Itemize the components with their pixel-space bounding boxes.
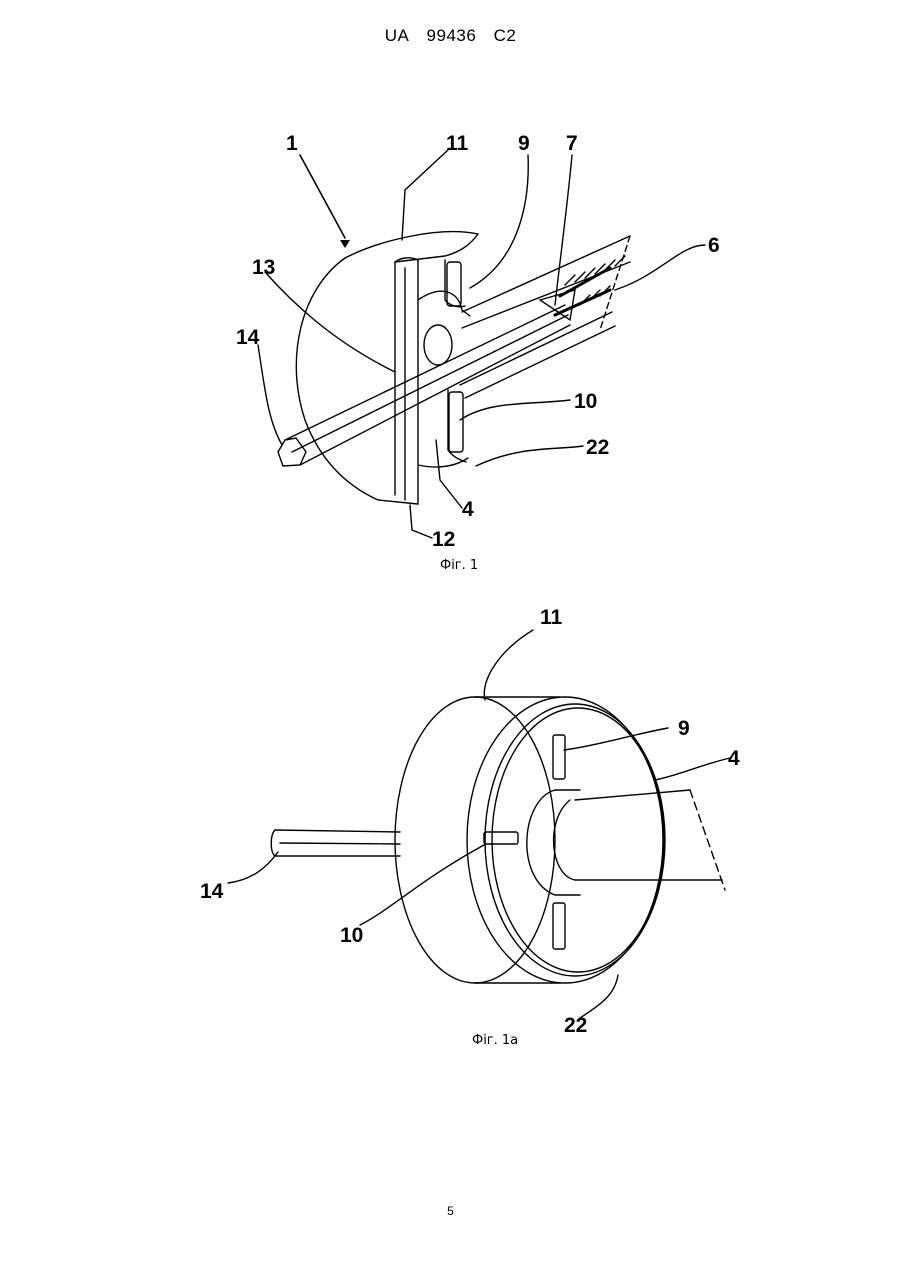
fig1a-label-11: 11: [540, 606, 563, 629]
fig1a-label-22: 22: [564, 1014, 587, 1037]
figure-1a-caption: Фіг. 1а: [472, 1033, 518, 1048]
figure-1a-drawing: 11 9 4 14 10 22: [0, 0, 901, 1060]
fig1a-label-9: 9: [678, 717, 690, 740]
page-number: 5: [0, 1204, 901, 1218]
fig1a-label-10: 10: [340, 924, 363, 947]
fig1a-label-4: 4: [728, 747, 740, 770]
fig1a-label-14: 14: [200, 880, 224, 903]
